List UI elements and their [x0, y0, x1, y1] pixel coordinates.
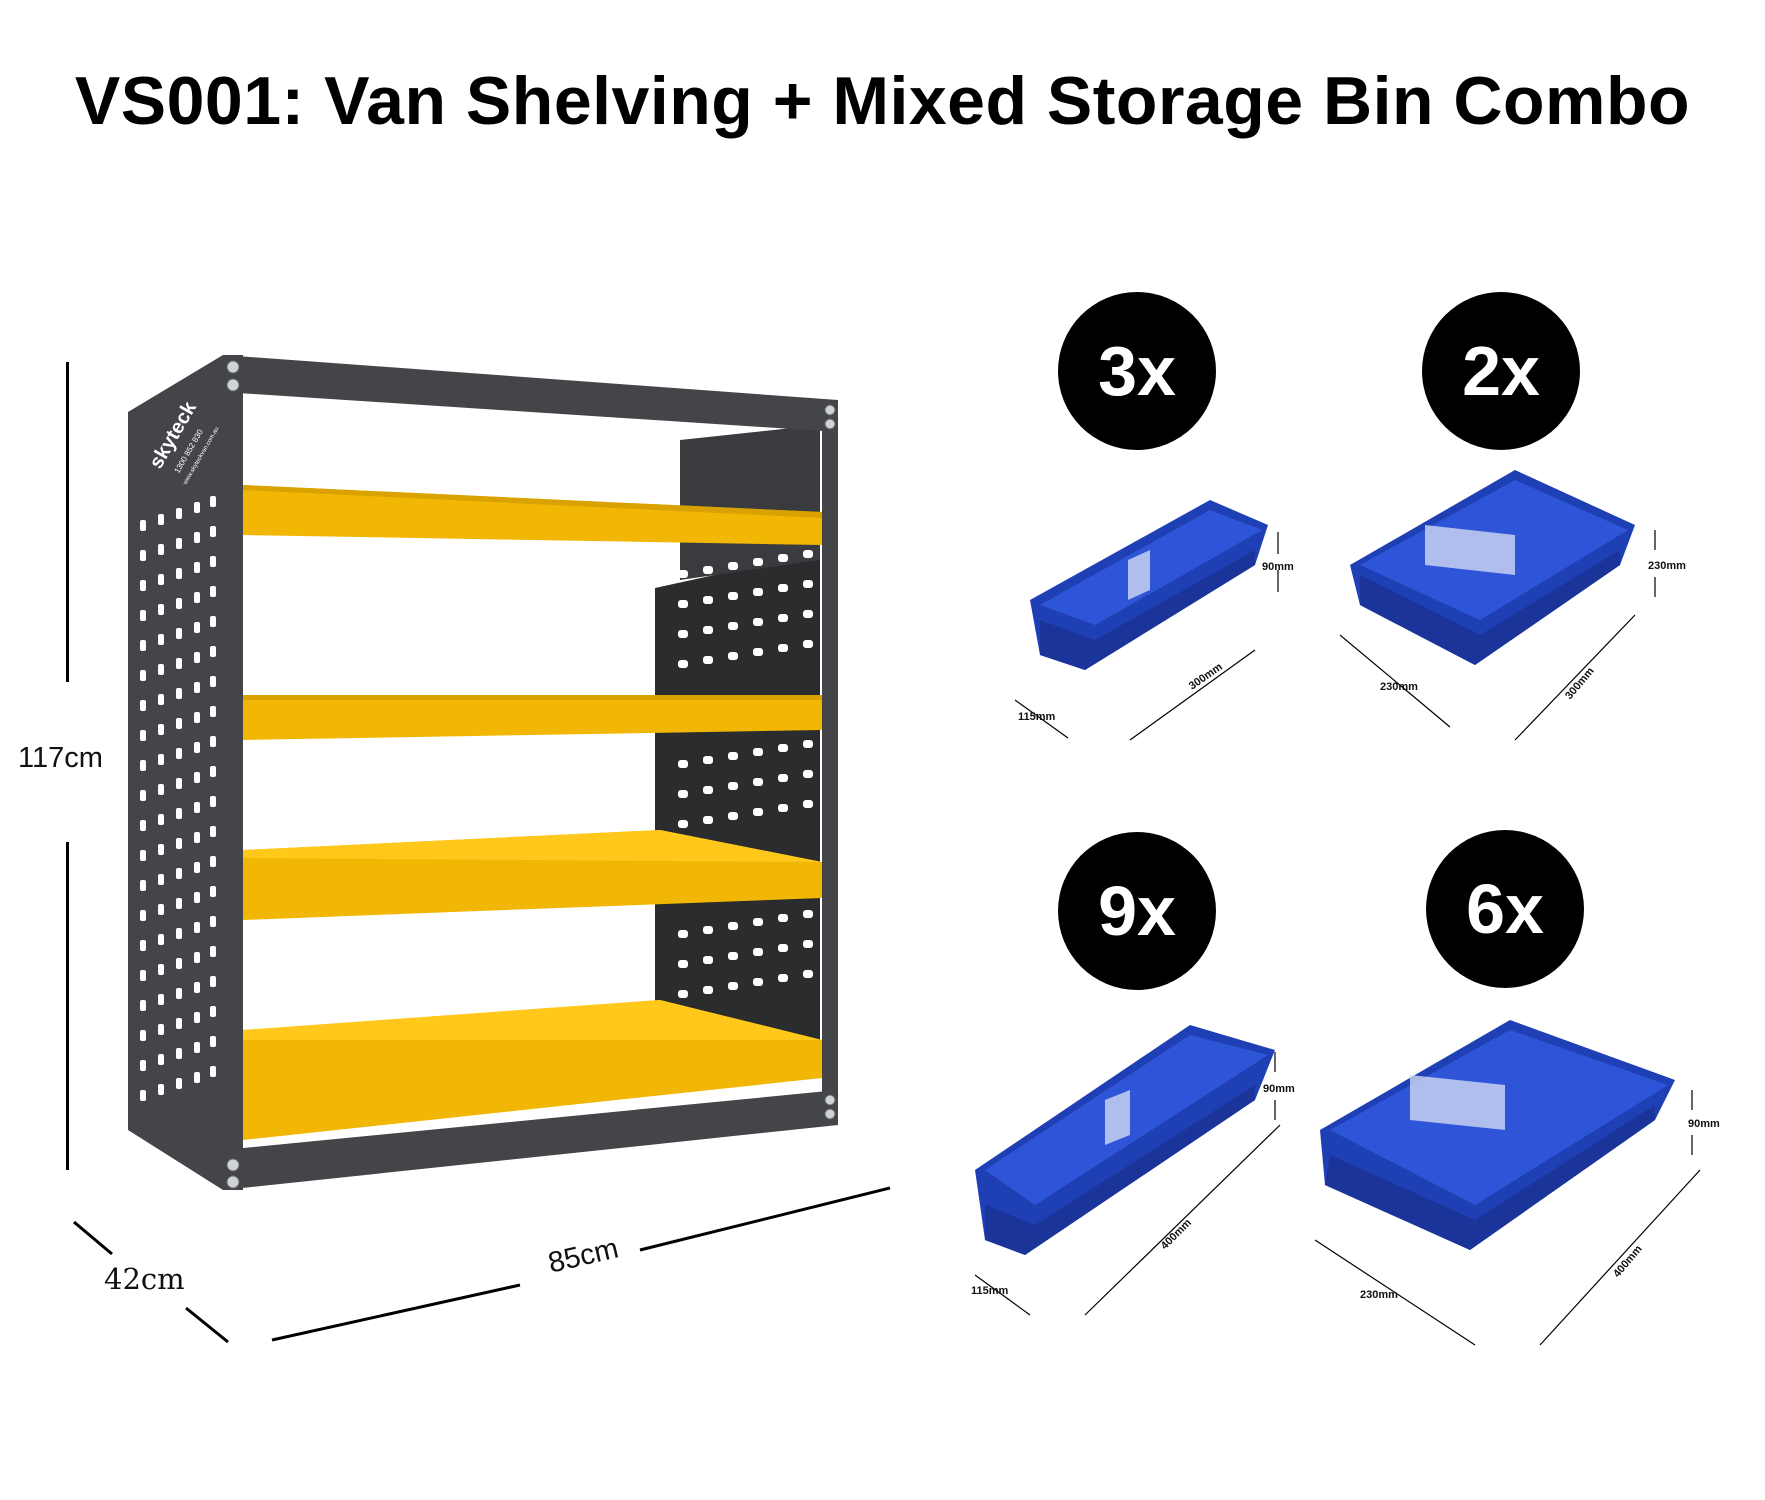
- bin-1-height-label: 90mm: [1262, 561, 1294, 573]
- back-panel: [655, 552, 820, 1070]
- page-title: VS001: Van Shelving + Mixed Storage Bin …: [74, 63, 1691, 139]
- shelves: [243, 485, 822, 1140]
- bin-4-width-label: 230mm: [1360, 1289, 1398, 1301]
- height-dimension-label: 117cm: [18, 742, 103, 774]
- bin-2-quantity-badge: 2x: [1422, 292, 1580, 450]
- depth-dimension-label: 42cm: [104, 1262, 185, 1296]
- bin-2-height-label: 230mm: [1648, 560, 1686, 572]
- bin-3-length-label: 400mm: [1159, 1217, 1194, 1252]
- front-frame-bottom: [223, 1090, 838, 1190]
- bin-2-length-label: 300mm: [1563, 665, 1597, 702]
- height-dimension-line-top: [66, 362, 69, 682]
- front-frame-top: [223, 355, 838, 432]
- frame-bolts: [226, 360, 836, 1189]
- bin-3-illustration: 90mm 400mm 115mm: [971, 1025, 1295, 1316]
- bin-3-width-label: 115mm: [971, 1285, 1009, 1297]
- bin-1-length-label: 300mm: [1187, 661, 1225, 693]
- bin-1-illustration: 90mm 300mm 115mm: [1014, 500, 1294, 741]
- bin-2-illustration: 230mm 300mm 230mm: [1339, 470, 1686, 741]
- back-panel-holes: [678, 550, 813, 998]
- side-panel-holes: [140, 496, 216, 1101]
- bin-3-quantity-badge: 9x: [1058, 832, 1216, 990]
- bin-1-width-label: 115mm: [1018, 711, 1056, 723]
- bin-1-quantity-badge: 3x: [1058, 292, 1216, 450]
- bin-4-quantity-badge: 6x: [1426, 830, 1584, 988]
- front-frame-right-post: [822, 400, 838, 1125]
- bin-4-illustration: 90mm 400mm 230mm: [1314, 1020, 1720, 1346]
- bin-4-height-label: 90mm: [1688, 1118, 1720, 1130]
- bin-2-width-label: 230mm: [1380, 681, 1418, 693]
- front-frame-left-post: [223, 355, 243, 1190]
- height-dimension-line-bottom: [66, 842, 69, 1170]
- bin-3-height-label: 90mm: [1263, 1083, 1295, 1095]
